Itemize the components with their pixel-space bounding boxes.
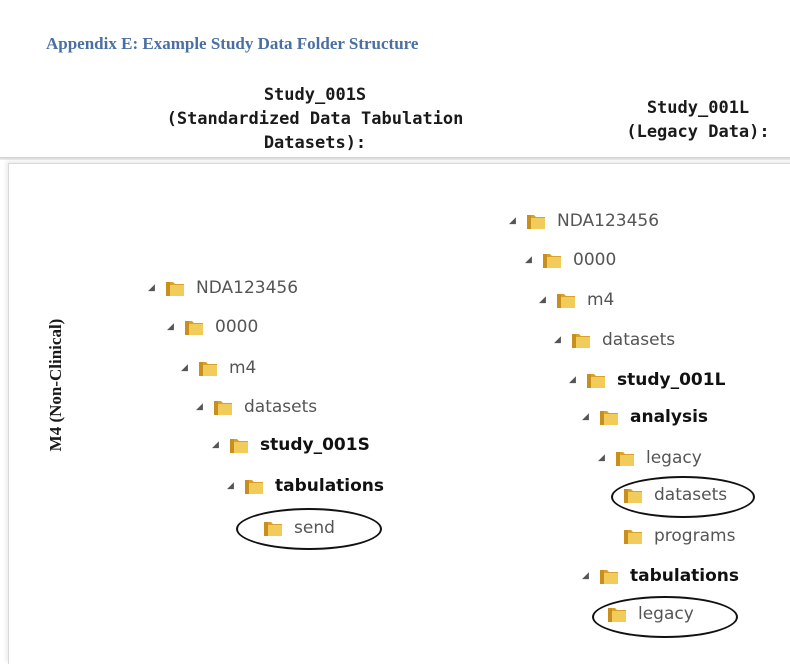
expand-arrow-icon[interactable]: ◢: [554, 335, 561, 345]
folder-icon: [555, 289, 577, 311]
tree-node-label: tabulations: [275, 476, 385, 496]
right-header-line: (Legacy Data):: [626, 122, 770, 142]
folder-icon: [525, 210, 547, 232]
expand-arrow-icon[interactable]: ◢: [227, 481, 234, 491]
tree-node-tabulations[interactable]: ◢ tabulations: [581, 562, 739, 590]
expand-arrow-icon[interactable]: ◢: [196, 402, 203, 412]
highlight-ellipse: [611, 476, 755, 518]
expand-arrow-icon[interactable]: ◢: [569, 375, 576, 385]
tree-node-label: datasets: [602, 330, 676, 350]
tree-node-nda[interactable]: ◢ NDA123456: [147, 274, 298, 302]
left-column-header: Study_001S (Standardized Data Tabulation…: [135, 83, 495, 155]
folder-icon: [570, 329, 592, 351]
appendix-title: Appendix E: Example Study Data Folder St…: [46, 34, 419, 53]
tree-node-tabulations[interactable]: ◢ tabulations: [226, 472, 384, 500]
tree-node-study-001l[interactable]: ◢ study_001L: [568, 366, 725, 394]
folder-icon: [228, 434, 250, 456]
folder-icon: [212, 396, 234, 418]
folder-icon: [164, 277, 186, 299]
tree-node-nda[interactable]: ◢ NDA123456: [508, 207, 659, 235]
tree-node-label: 0000: [215, 317, 259, 337]
tree-node-analysis[interactable]: ◢ analysis: [581, 403, 708, 431]
tree-node-datasets[interactable]: ◢ datasets: [195, 393, 317, 421]
tree-node-study-001s[interactable]: ◢ study_001S: [211, 431, 370, 459]
tree-node-datasets[interactable]: ◢ datasets: [553, 326, 675, 354]
tree-node-label: 0000: [573, 250, 617, 270]
right-header-line: Study_001L: [646, 98, 750, 118]
expand-arrow-icon[interactable]: ◢: [509, 216, 516, 226]
tree-node-m4[interactable]: ◢ m4: [538, 286, 614, 314]
left-header-line: (Standardized Data Tabulation: [166, 109, 464, 129]
folder-icon: [614, 447, 636, 469]
tree-node-0000[interactable]: ◢ 0000: [166, 313, 258, 341]
tree-node-label: tabulations: [630, 566, 740, 586]
tree-node-label: study_001L: [617, 370, 726, 390]
tree-node-label: NDA123456: [196, 278, 299, 298]
expand-arrow-icon[interactable]: ◢: [167, 322, 174, 332]
expand-arrow-icon[interactable]: ◢: [539, 295, 546, 305]
expand-arrow-icon[interactable]: ◢: [582, 412, 589, 422]
expand-arrow-icon[interactable]: ◢: [582, 571, 589, 581]
tree-node-label: datasets: [244, 397, 318, 417]
expand-arrow-icon[interactable]: ◢: [525, 255, 532, 265]
folder-icon: [598, 406, 620, 428]
left-header-line: Datasets):: [263, 133, 367, 153]
tree-node-0000[interactable]: ◢ 0000: [524, 246, 616, 274]
tree-node-programs[interactable]: programs: [605, 522, 735, 550]
folder-icon: [541, 249, 563, 271]
folder-structure-panel: [8, 163, 790, 664]
tree-node-label: programs: [654, 526, 736, 546]
left-header-line: Study_001S: [263, 85, 367, 105]
expand-arrow-icon[interactable]: ◢: [148, 283, 155, 293]
folder-icon: [243, 475, 265, 497]
tree-node-legacy[interactable]: ◢ legacy: [597, 444, 702, 472]
folder-icon: [598, 565, 620, 587]
expand-arrow-icon[interactable]: ◢: [598, 453, 605, 463]
expand-arrow-icon[interactable]: ◢: [212, 440, 219, 450]
expand-arrow-icon[interactable]: ◢: [181, 363, 188, 373]
tree-node-label: NDA123456: [557, 211, 660, 231]
tree-node-label: analysis: [630, 407, 709, 427]
tree-node-label: m4: [587, 290, 615, 310]
folder-icon: [197, 357, 219, 379]
highlight-ellipse: [592, 596, 738, 638]
header-divider: [0, 157, 790, 160]
right-column-header: Study_001L (Legacy Data):: [598, 96, 790, 144]
highlight-ellipse: [236, 508, 382, 550]
tree-node-label: m4: [229, 358, 257, 378]
folder-icon: [622, 525, 644, 547]
side-label: M4 (Non-Clinical): [46, 318, 65, 452]
folder-icon: [183, 316, 205, 338]
folder-icon: [585, 369, 607, 391]
tree-node-label: study_001S: [260, 435, 370, 455]
tree-node-m4[interactable]: ◢ m4: [180, 354, 256, 382]
tree-node-label: legacy: [646, 448, 702, 468]
